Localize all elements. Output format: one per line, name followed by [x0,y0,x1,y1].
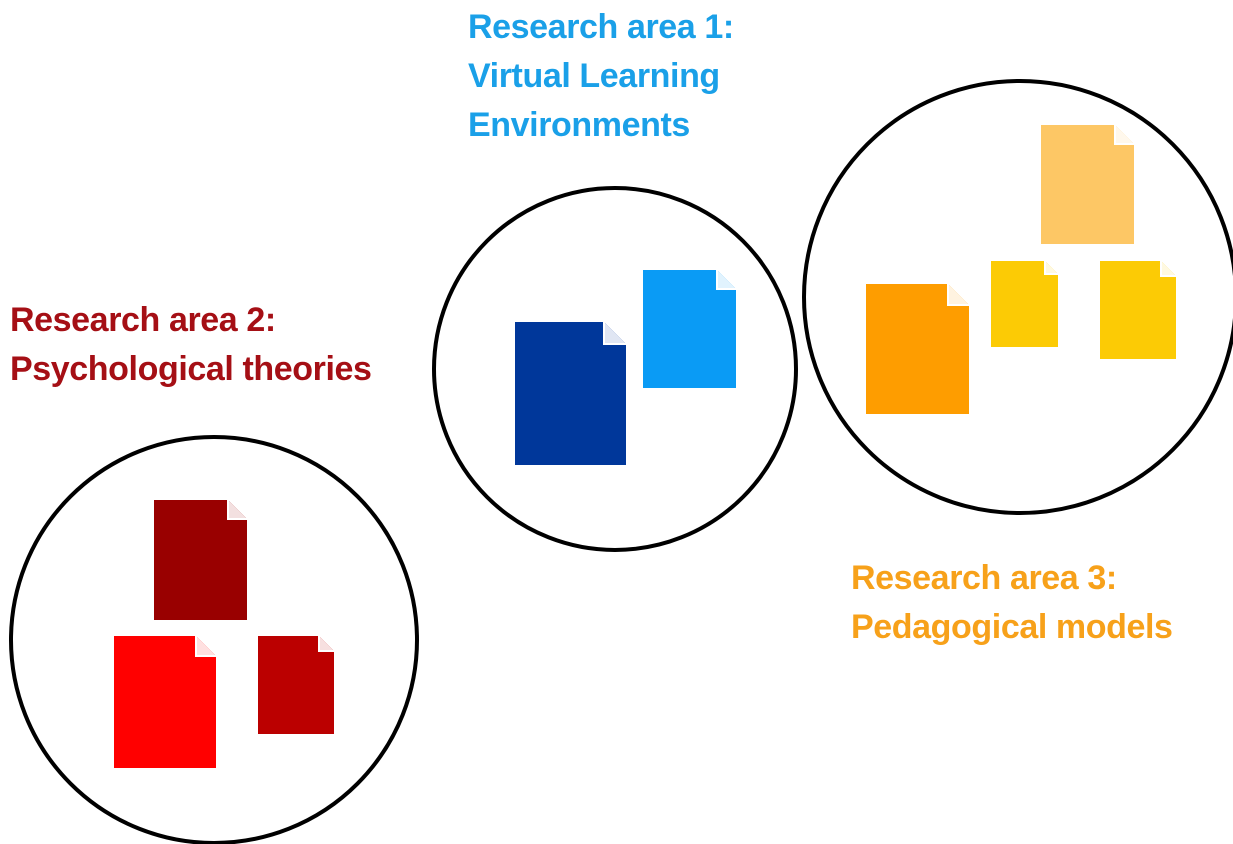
document-fold [196,636,216,656]
area-3-label: Research area 3: Pedagogical models [851,554,1173,652]
document-fold [604,322,626,344]
cluster-area-1 [432,186,798,552]
document-icon [991,261,1058,347]
area-1-label-line: Research area 1: [468,8,734,46]
area-1-circle [432,186,798,552]
area-2-circle [9,435,419,844]
document-crease [1160,261,1176,277]
document-fold [319,636,334,651]
document-crease [603,322,626,345]
document-body [1100,261,1176,359]
document-icon [258,636,334,734]
cluster-area-3 [802,79,1233,515]
area-1-label-line: Environments [468,106,690,144]
document-crease [1114,125,1134,145]
area-2-label-line: Psychological theories [10,350,372,388]
document-icon [154,500,247,620]
area-2-label-line: Research area 2: [10,301,276,339]
area-1-label: Research area 1: Virtual Learning Enviro… [468,3,734,150]
document-fold [1045,261,1058,274]
document-fold [228,500,247,519]
area-3-label-line: Pedagogical models [851,608,1173,646]
document-body [991,261,1058,347]
document-crease [947,284,969,306]
document-body [154,500,247,620]
document-icon [1041,125,1134,244]
document-body [114,636,216,768]
document-crease [227,500,247,520]
document-icon [643,270,736,388]
document-icon [1100,261,1176,359]
document-fold [948,284,969,305]
area-3-circle [802,79,1233,515]
document-icon [866,284,969,414]
document-icon [515,322,626,465]
document-fold [1161,261,1176,276]
document-fold [717,270,736,289]
document-body [1041,125,1134,244]
document-body [866,284,969,414]
document-crease [1044,261,1058,275]
document-body [643,270,736,388]
document-icon [114,636,216,768]
area-2-label: Research area 2: Psychological theories [10,296,372,394]
document-body [515,322,626,465]
area-1-label-line: Virtual Learning [468,57,720,95]
cluster-area-2 [9,435,419,844]
document-crease [195,636,216,657]
document-crease [318,636,334,652]
document-body [258,636,334,734]
document-crease [716,270,736,290]
document-fold [1115,125,1134,144]
area-3-label-line: Research area 3: [851,559,1117,597]
